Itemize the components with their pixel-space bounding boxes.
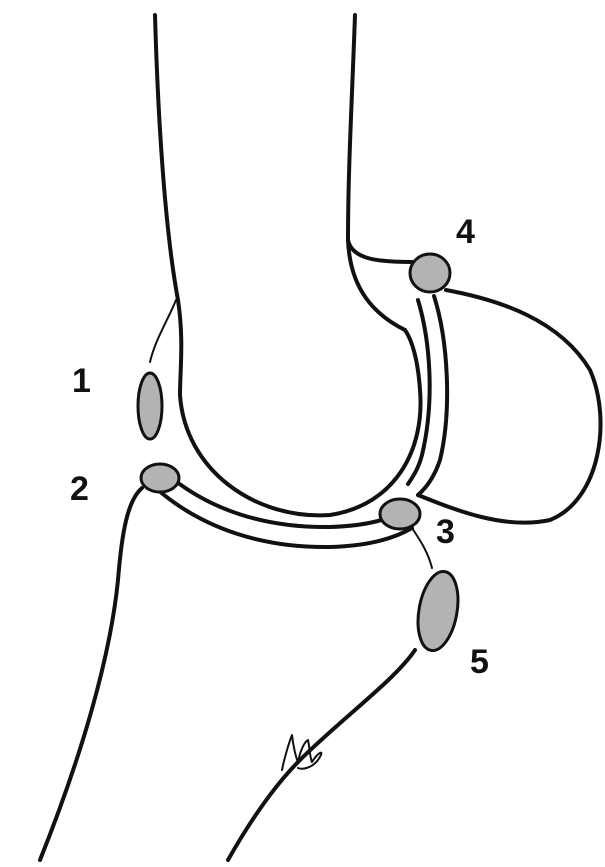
ossicle-4: [410, 254, 450, 292]
label-5: 5: [470, 643, 489, 681]
posterior-capsule: [348, 240, 601, 523]
label-4: 4: [456, 213, 475, 251]
ossicle-5: [412, 568, 463, 653]
label-2: 2: [70, 470, 89, 508]
ossicles: [138, 254, 464, 654]
ossicle-3: [380, 499, 420, 529]
upper-bone-right-edge: [348, 15, 405, 330]
signature: [282, 735, 321, 770]
label-3: 3: [436, 513, 455, 551]
lower-bone-left-edge: [40, 488, 142, 860]
ossicle-2: [141, 464, 179, 492]
upper-bone: [150, 15, 421, 515]
upper-bone-head: [180, 330, 421, 515]
upper-bone-side-contour: [150, 300, 176, 362]
lower-bone-anterior-contour: [412, 528, 432, 568]
ossicle-1: [138, 373, 162, 439]
label-1: 1: [72, 362, 91, 400]
